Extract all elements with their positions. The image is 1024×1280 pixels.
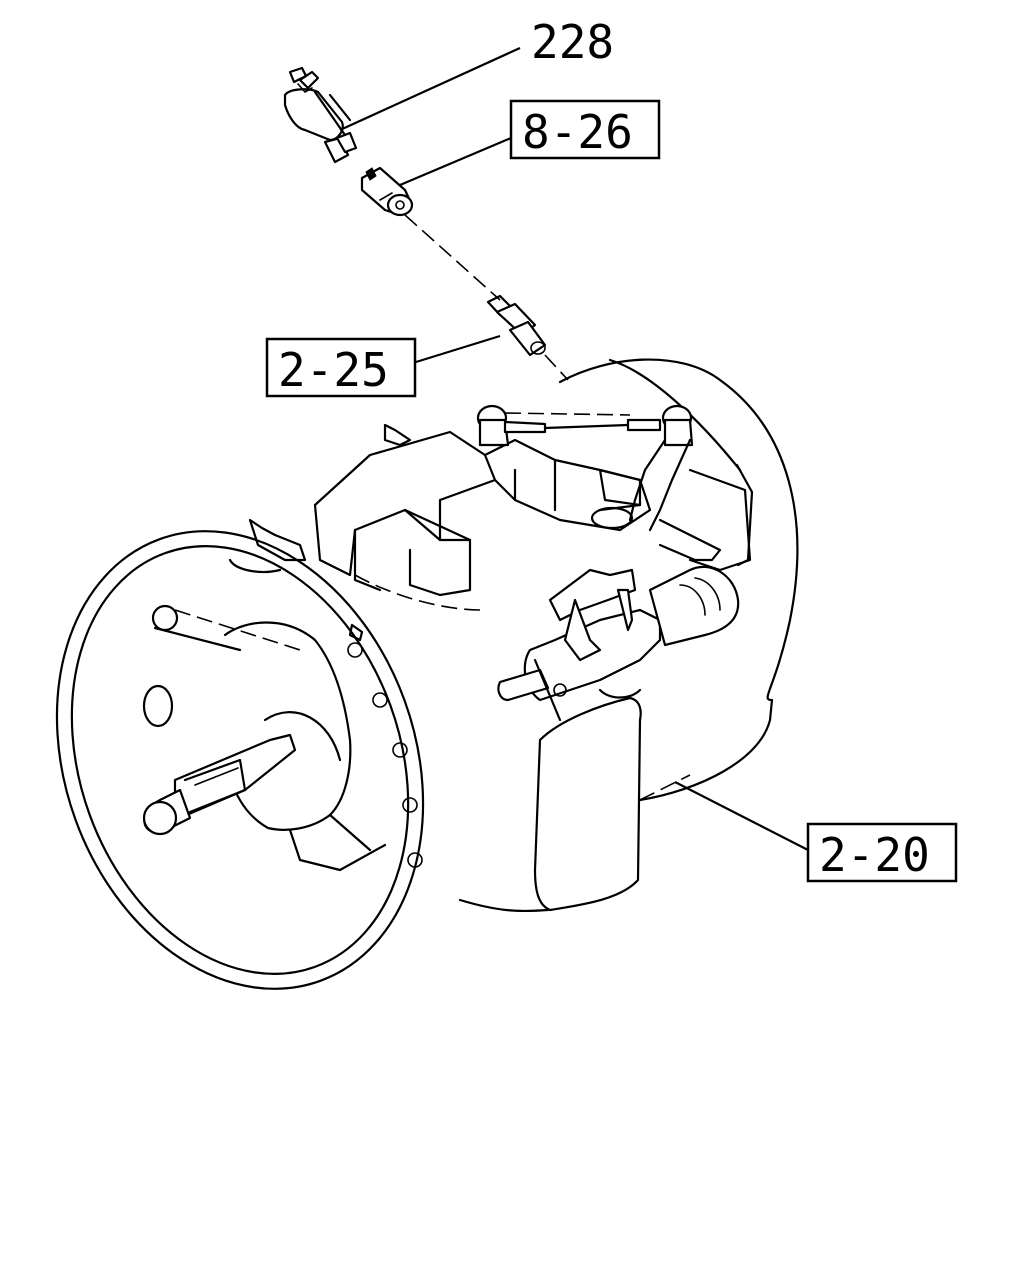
callout-box-8-26 [509, 99, 661, 160]
clutch-slave-assembly [497, 565, 740, 722]
shift-tower [483, 438, 652, 532]
clutch-housing-inner [70, 545, 410, 975]
callout-8-26: 8-26 [522, 105, 633, 159]
rear-case-outline [558, 358, 799, 802]
top-cover [313, 430, 497, 577]
callout-228: 228 [531, 15, 614, 69]
clutch-housing-outer [55, 530, 425, 990]
assembly-axis [404, 214, 501, 301]
switch-8-26 [360, 166, 414, 217]
callout-2-25: 2-25 [278, 343, 389, 397]
leader-228 [339, 46, 521, 132]
callout-2-20: 2-20 [819, 828, 930, 882]
callout-box-2-20 [806, 822, 958, 883]
callout-box-2-25 [265, 337, 417, 398]
leader-8-26 [399, 136, 512, 187]
shift-linkage [476, 404, 694, 532]
transmission-assembly [55, 358, 799, 990]
leader-2-20 [674, 781, 809, 851]
leader-2-25 [415, 334, 501, 364]
oil-pan [533, 696, 642, 912]
connector-228 [283, 66, 358, 164]
plug-2-25 [486, 294, 547, 357]
input-shaft [142, 733, 297, 836]
